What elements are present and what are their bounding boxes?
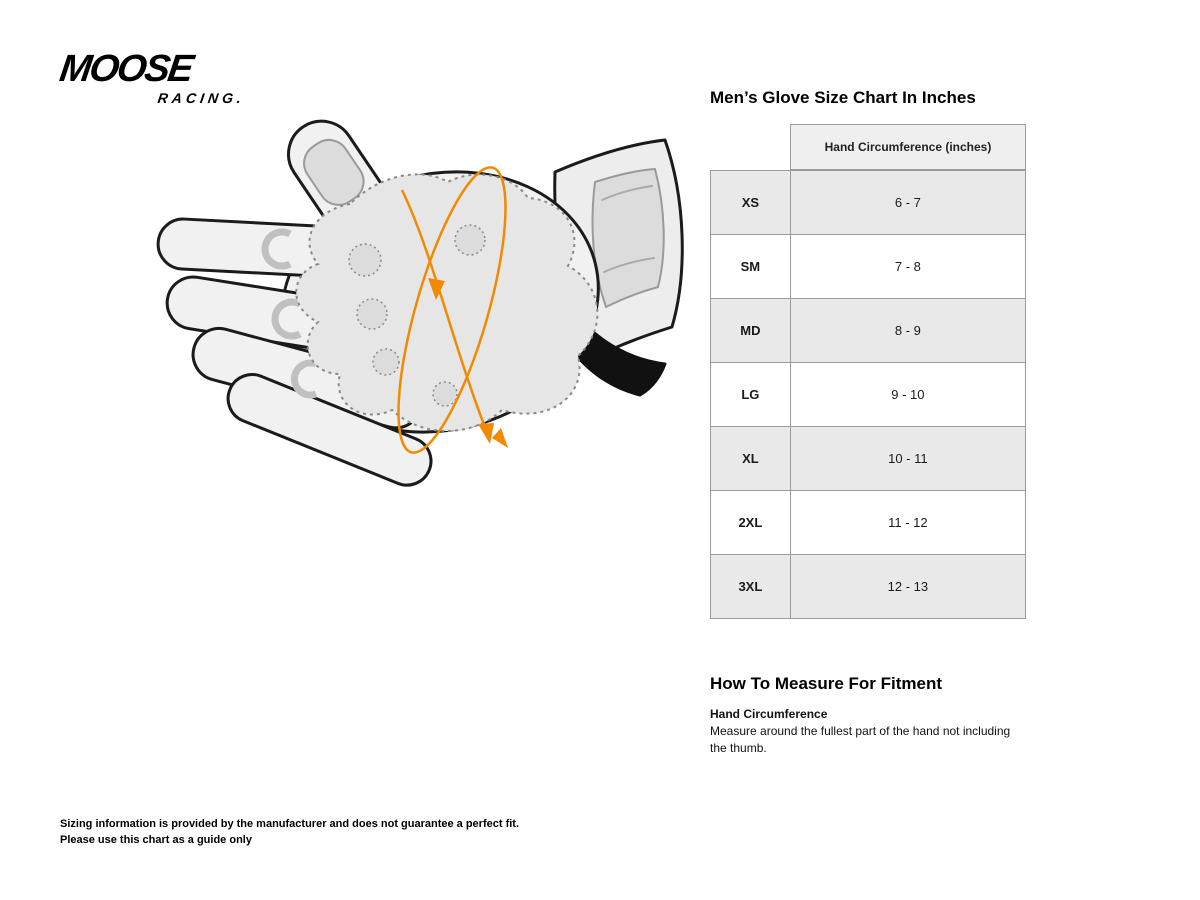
table-corner-cell	[710, 124, 790, 170]
how-to-measure-title: How To Measure For Fitment	[710, 674, 943, 693]
disclaimer-line-1: Sizing information is provided by the ma…	[60, 818, 520, 830]
size-cell: XL	[711, 427, 791, 491]
glove-finger-pinky	[226, 373, 433, 487]
disclaimer-line-2: Please use this chart as a guide only	[60, 833, 252, 846]
measurement-indicator	[397, 166, 507, 454]
how-to-measure-section: How To Measure For Fitment Hand Circumfe…	[710, 674, 1030, 758]
range-cell: 10 - 11	[790, 427, 1026, 491]
range-cell: 12 - 13	[790, 555, 1026, 619]
size-cell: 3XL	[711, 555, 791, 619]
table-row: 2XL 11 - 12	[711, 491, 1026, 555]
table-header-row: Hand Circumference (inches)	[710, 124, 1026, 170]
thumb-print-patch	[303, 138, 365, 206]
range-cell: 9 - 10	[790, 363, 1026, 427]
table-row: 3XL 12 - 13	[711, 555, 1026, 619]
size-cell: XS	[711, 171, 791, 235]
table-row: XS 6 - 7	[711, 171, 1026, 235]
measurement-arrow-line	[400, 189, 488, 431]
finger-logo-prints	[261, 228, 318, 399]
cuff-stitch-line	[603, 257, 655, 273]
hand-circumference-header: Hand Circumference (inches)	[790, 124, 1026, 170]
cuff-stitch-line	[601, 185, 653, 201]
size-chart-table: Hand Circumference (inches) XS 6 - 7 SM …	[710, 124, 1026, 619]
brand-logo-racing-text: RACING.	[156, 90, 247, 106]
brand-logo: MOOSE RACING.	[57, 48, 247, 106]
cuff-velcro-patch	[591, 168, 665, 308]
range-cell: 8 - 9	[790, 299, 1026, 363]
brand-logo-moose-text: MOOSE	[57, 48, 195, 90]
glove-illustration	[156, 119, 684, 487]
size-chart-title: Men’s Glove Size Chart In Inches	[710, 88, 976, 107]
palm-pad-circles	[348, 224, 486, 407]
hand-circumference-subheading: Hand Circumference	[710, 707, 828, 721]
measurement-ellipse	[397, 166, 507, 454]
table-row: SM 7 - 8	[711, 235, 1026, 299]
table-body: XS 6 - 7 SM 7 - 8 MD 8 - 9 LG 9 - 10 XL …	[710, 170, 1026, 619]
range-cell: 11 - 12	[790, 491, 1026, 555]
disclaimer: Sizing information is provided by the ma…	[60, 817, 519, 849]
measurement-arrowheads	[428, 278, 508, 448]
measure-instructions: Measure around the fullest part of the h…	[710, 724, 1011, 756]
table-row: MD 8 - 9	[711, 299, 1026, 363]
size-cell: MD	[711, 299, 791, 363]
table-row: XL 10 - 11	[711, 427, 1026, 491]
size-cell: LG	[711, 363, 791, 427]
range-cell: 6 - 7	[790, 171, 1026, 235]
table-row: LG 9 - 10	[711, 363, 1026, 427]
size-cell: SM	[711, 235, 791, 299]
palm-pad	[295, 173, 599, 432]
glove-measurement-diagram	[140, 112, 700, 522]
range-cell: 7 - 8	[790, 235, 1026, 299]
size-cell: 2XL	[711, 491, 791, 555]
